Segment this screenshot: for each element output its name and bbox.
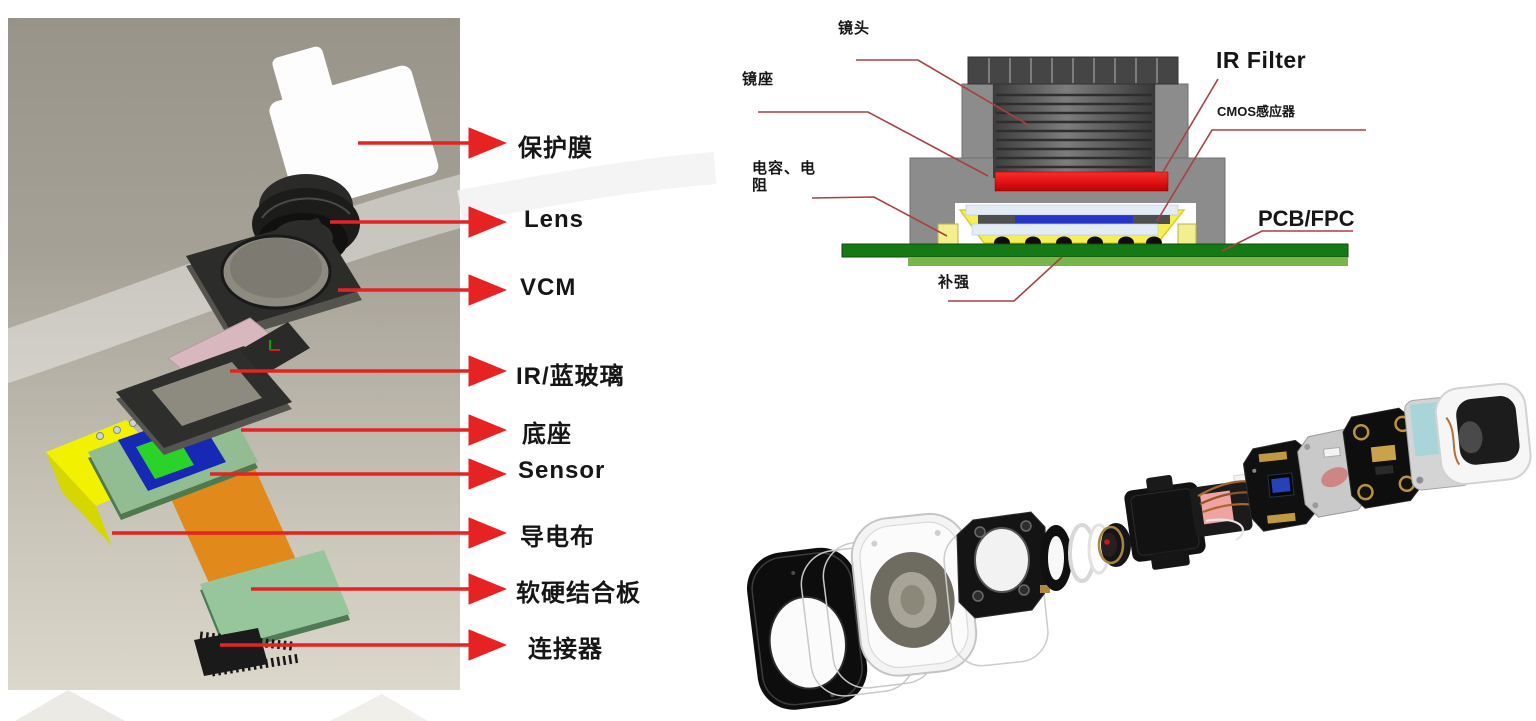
label-lens-holder: 镜座 — [742, 71, 775, 88]
label-lens-cn: 镜头 — [838, 20, 871, 37]
label-vcm: VCM — [520, 274, 577, 301]
label-ir-filter: IR Filter — [1216, 47, 1307, 73]
cross-section-figure — [758, 56, 1366, 302]
label-capacitor-resistor: 电容、电 阻 — [752, 160, 816, 195]
label-conductive-cloth: 导电布 — [520, 524, 595, 551]
pcb-bar — [841, 243, 1349, 266]
lens-module-shape — [1097, 475, 1206, 570]
rear-shell-shape — [1434, 382, 1532, 485]
label-pcb-fpc: PCB/FPC — [1258, 206, 1355, 231]
capacitor-shapes — [937, 223, 1197, 245]
label-sensor: Sensor — [518, 457, 606, 484]
render-figure — [747, 382, 1532, 710]
sensor-package-shape — [958, 204, 1186, 250]
lens-barrel-shape — [993, 84, 1155, 178]
label-capacitor-resistor-line2: 阻 — [752, 177, 769, 195]
bracket-octagon-shape — [956, 511, 1050, 619]
rigid-flex-board-shape — [200, 550, 350, 654]
label-capacitor-resistor-line1: 电容、电 — [752, 160, 817, 177]
label-base: 底座 — [522, 421, 572, 448]
label-connector: 连接器 — [528, 636, 603, 663]
label-rigid-flex-board: 软硬结合板 — [516, 580, 641, 607]
label-stiffener: 补强 — [938, 274, 971, 291]
pointer-arrows — [112, 127, 507, 661]
connector-shape — [194, 628, 301, 677]
label-ir-blue-glass: IR/蓝玻璃 — [516, 363, 625, 390]
label-lens: Lens — [524, 206, 585, 233]
label-protective-film: 保护膜 — [518, 135, 593, 162]
leader-lines — [758, 59, 1366, 302]
lens-ring-shape — [1040, 525, 1072, 591]
ir-filter-bar — [994, 171, 1169, 192]
flex-cable-shape — [168, 462, 298, 594]
lens-cap-shape — [967, 56, 1179, 85]
vcm-shape — [186, 218, 362, 340]
label-cmos-sensor: CMOS感应器 — [1217, 104, 1296, 119]
